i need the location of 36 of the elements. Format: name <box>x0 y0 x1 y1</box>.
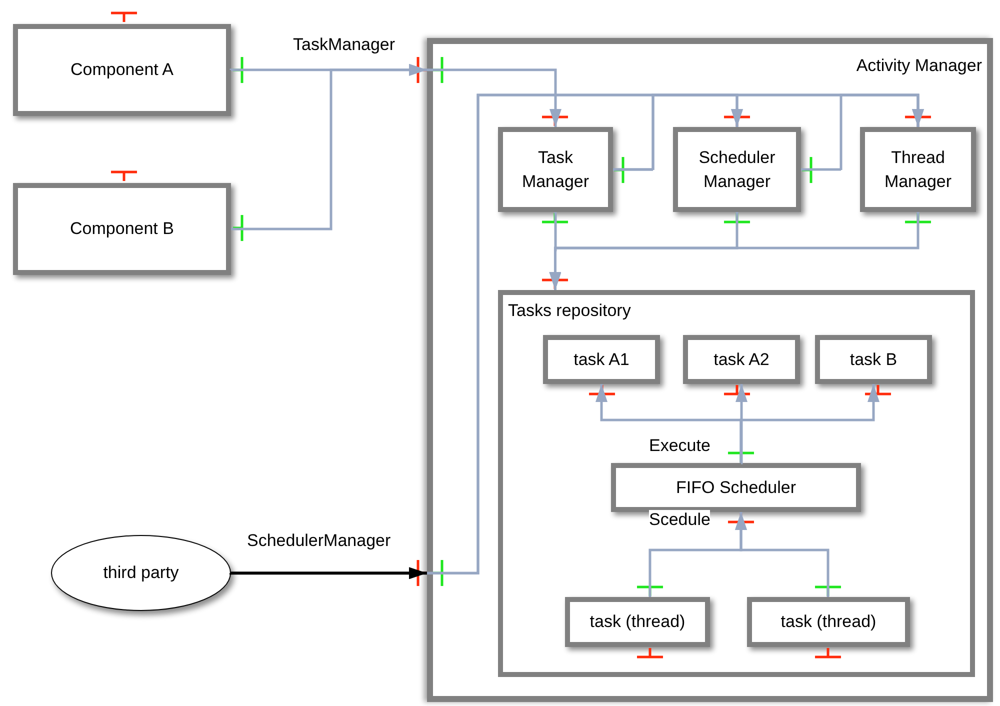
component-box <box>611 463 861 512</box>
group-title: Tasks repository <box>508 301 631 321</box>
node-label: task (thread) <box>590 611 686 633</box>
connector-arrow <box>427 68 562 127</box>
component-box <box>498 127 613 212</box>
node-label: FIFO Scheduler <box>676 476 796 498</box>
node-label: task A2 <box>714 348 770 370</box>
component-box <box>565 597 710 647</box>
node-label: third party <box>103 562 179 584</box>
connector-arrow <box>740 384 880 463</box>
edge-label: TaskManager <box>293 35 396 55</box>
node-label: Component B <box>70 218 174 240</box>
connector-arrow <box>231 64 427 230</box>
component-box <box>860 127 976 212</box>
node-label: task (thread) <box>780 611 876 633</box>
component-box <box>683 335 800 384</box>
node-label: task B <box>850 348 898 370</box>
component-box <box>747 597 910 647</box>
component-box <box>815 335 932 384</box>
connector-arrow <box>736 384 748 464</box>
edge-label: SchedulerManager <box>247 531 391 551</box>
component-box <box>13 183 231 275</box>
component-box <box>543 335 660 384</box>
node-label: Thread Manager <box>883 146 953 192</box>
group-title: Activity Manager <box>856 56 982 76</box>
component-box <box>673 127 801 212</box>
group-frame <box>498 290 975 677</box>
group-frame <box>427 38 993 702</box>
node-label: Task Manager <box>520 146 590 192</box>
connector-arrow <box>230 567 427 580</box>
connector-arrow <box>735 512 830 597</box>
node-label: task A1 <box>574 348 630 370</box>
node-label: Scheduler Manager <box>698 146 776 192</box>
node-label: Component A <box>70 59 174 81</box>
component-box <box>13 24 231 116</box>
connector-arrow <box>801 94 924 172</box>
